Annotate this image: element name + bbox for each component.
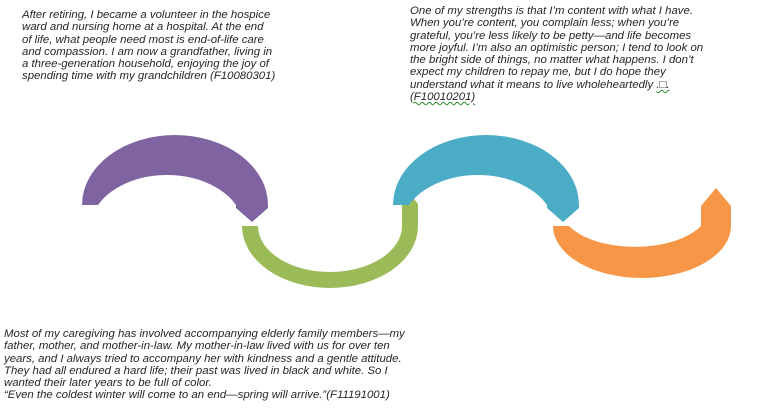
- quote-line: and compassion. I am now a grandfather, …: [22, 45, 273, 58]
- quote-line: wanted their later years to be full of c…: [4, 377, 212, 390]
- quote-contentment: One of my strengths is that I’m content …: [410, 5, 766, 103]
- quote-line: After retiring, I became a volunteer in …: [22, 9, 271, 21]
- quote-line: One of my strengths is that I’m content …: [410, 5, 693, 17]
- quote-line: They had all endured a hard life; their …: [4, 364, 388, 377]
- quote-line: more joyful. I’m also an optimistic pers…: [410, 41, 704, 54]
- quote-id: (F10010201): [410, 91, 476, 104]
- quote-line: understand what it means to live wholehe…: [410, 79, 766, 91]
- blue-arc: [393, 135, 579, 222]
- quote-line: years, and I always tried to accompany h…: [4, 352, 402, 365]
- quote-line: Most of my caregiving has involved accom…: [4, 328, 405, 340]
- quote-line: When you’re content, you complain less; …: [410, 17, 680, 30]
- quote-volunteer: After retiring, I became a volunteer in …: [22, 9, 352, 83]
- quote-line: ward and nursing home at a hospital. At …: [22, 21, 264, 34]
- green-arc: [242, 194, 418, 288]
- quote-line: of life, what people need most is end-of…: [22, 33, 264, 46]
- orange-arc: [553, 188, 731, 278]
- purple-arc: [82, 135, 268, 222]
- quote-line: spending time with my grandchildren (F10…: [22, 70, 276, 83]
- quote-caregiving: Most of my caregiving has involved accom…: [4, 328, 504, 402]
- trailing-mark: .□.: [656, 78, 670, 91]
- quote-line-text: understand what it means to live wholehe…: [410, 78, 654, 91]
- quote-line: grateful, you’re less likely to be petty…: [410, 29, 692, 42]
- quote-line: a three-generation household, enjoying t…: [22, 58, 269, 71]
- quote-line: expect my children to repay me, but I do…: [410, 66, 666, 79]
- quote-line: “Even the coldest winter will come to an…: [4, 389, 390, 402]
- quote-line: father, mother, and mother-in-law. My mo…: [4, 340, 390, 353]
- quote-line: the bright side of things, no matter wha…: [410, 54, 694, 67]
